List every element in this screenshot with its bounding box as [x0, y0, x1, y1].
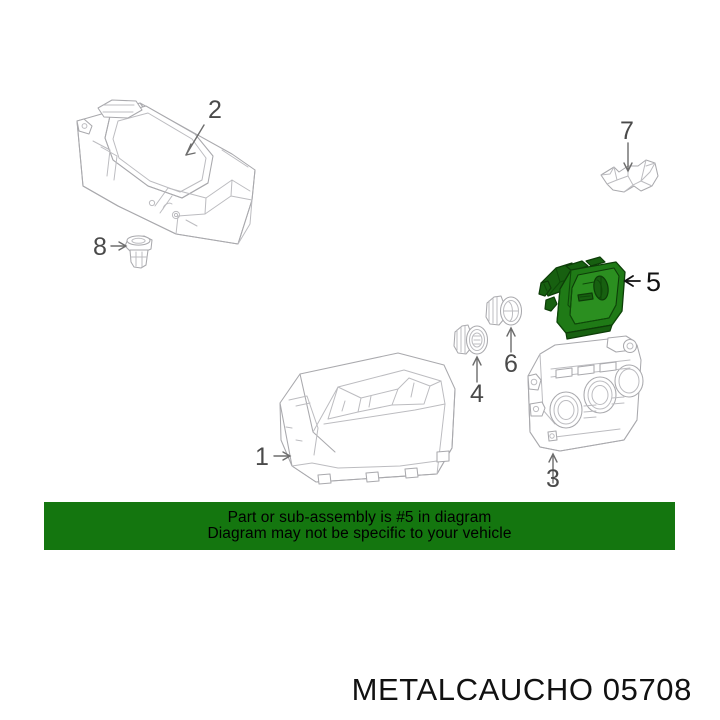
part-1-instrument-cluster	[279, 352, 456, 485]
callout-3: 3	[546, 452, 560, 493]
callout-6-label: 6	[504, 350, 518, 378]
callout-4: 4	[470, 355, 484, 408]
callout-2: 2	[185, 96, 222, 156]
brand-part-number-bar: METALCAUCHO 05708	[0, 660, 720, 720]
callout-7-label: 7	[620, 117, 634, 145]
callout-8-label: 8	[93, 233, 107, 261]
part-3-climate-control-panel	[527, 335, 644, 452]
part-8-retainer-grommet	[124, 235, 153, 269]
diagram-notice-banner: Part or sub-assembly is #5 in diagram Di…	[44, 502, 675, 550]
callout-5-label: 5	[646, 267, 661, 297]
part-5-headlight-switch-assembly	[538, 256, 626, 340]
part-6-cigarette-lighter-socket	[485, 295, 523, 326]
callout-2-label: 2	[208, 96, 222, 124]
callout-5: 5	[623, 267, 661, 297]
callout-4-label: 4	[470, 380, 484, 408]
part-7-mounting-bracket-clip	[600, 159, 659, 193]
notice-line-1: Part or sub-assembly is #5 in diagram	[227, 509, 492, 527]
brand-part-number-label: METALCAUCHO 05708	[351, 672, 692, 707]
notice-line-2: Diagram may not be specific to your vehi…	[207, 525, 512, 542]
callout-1: 1	[255, 443, 292, 471]
callout-1-label: 1	[255, 443, 269, 471]
part-4-power-outlet-socket	[453, 324, 489, 355]
callout-7: 7	[620, 117, 634, 173]
part-2-center-console-armrest	[76, 99, 256, 245]
callout-3-label: 3	[546, 465, 560, 493]
callout-8: 8	[93, 233, 128, 261]
callout-6: 6	[504, 326, 518, 378]
